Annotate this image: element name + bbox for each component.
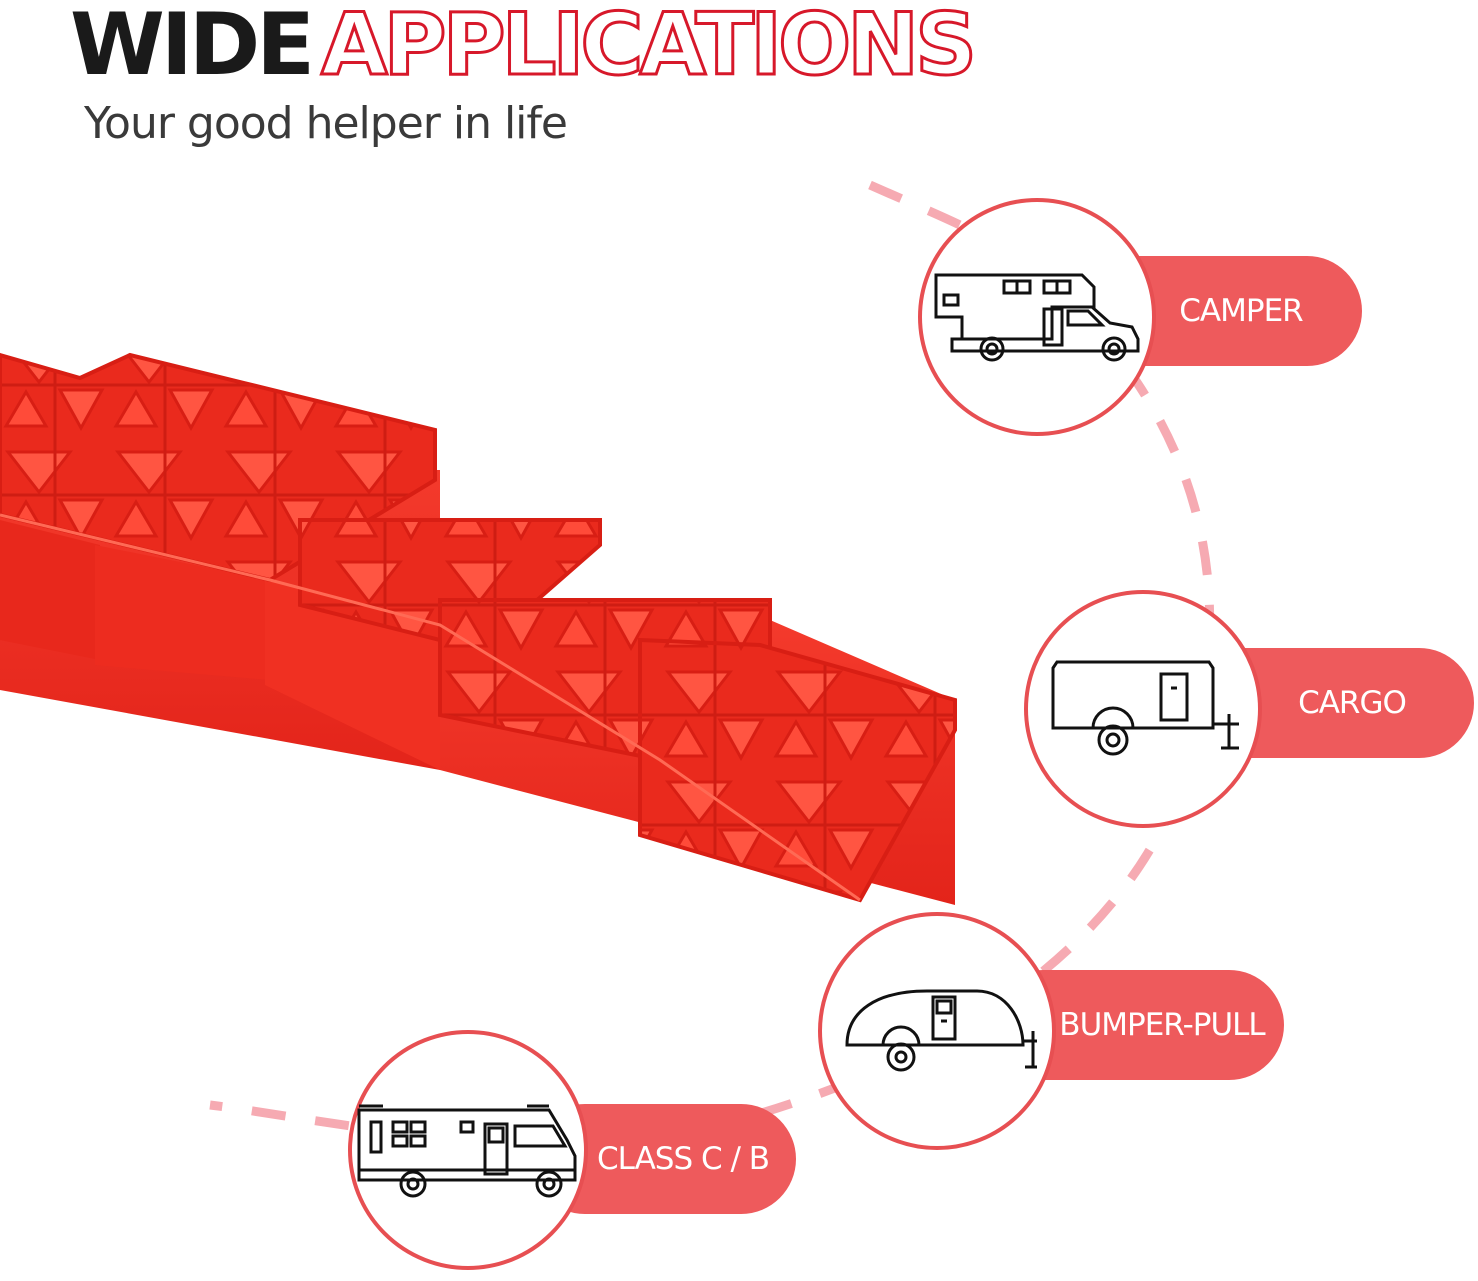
application-circle-class-c-b bbox=[348, 1030, 588, 1270]
application-circle-cargo bbox=[1024, 590, 1262, 828]
teardrop-trailer-icon bbox=[845, 989, 1037, 1072]
motorhome-icon bbox=[357, 1104, 577, 1198]
title-word-applications: APPLICATIONS bbox=[319, 0, 978, 95]
page-subtitle: Your good helper in life bbox=[84, 98, 568, 149]
cargo-trailer-icon bbox=[1051, 660, 1239, 756]
truck-camper-icon bbox=[934, 273, 1140, 362]
title-word-wide: WIDE bbox=[70, 0, 315, 95]
application-circle-bumper-pull bbox=[818, 912, 1056, 1150]
application-circle-camper bbox=[918, 198, 1156, 436]
